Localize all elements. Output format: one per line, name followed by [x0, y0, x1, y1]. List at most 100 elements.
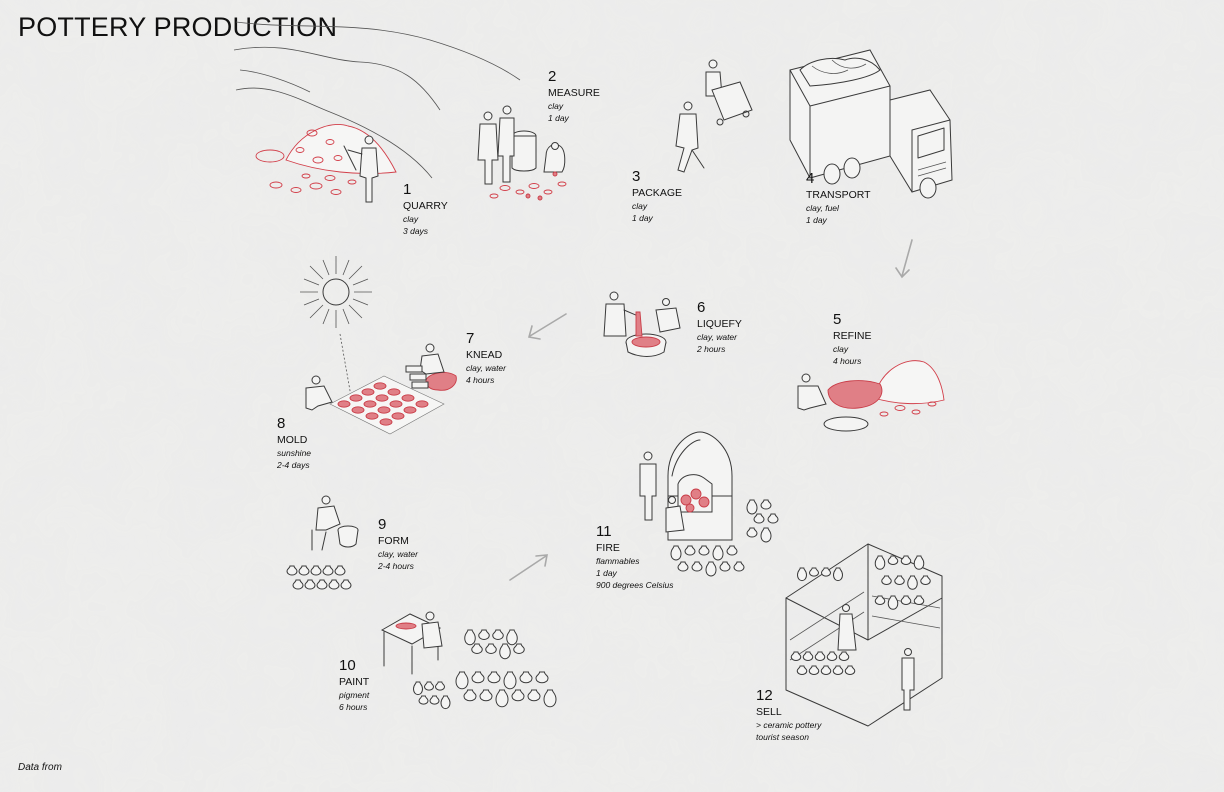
measure-scene: [477, 105, 567, 201]
pot-sketch: [726, 545, 738, 556]
knead-scene: [405, 343, 457, 391]
step-name: FIRE: [596, 542, 620, 554]
sun-drawing: [300, 256, 372, 403]
step-name: SELL: [756, 706, 782, 718]
step-detail: 900 degrees Celsius: [596, 580, 674, 590]
pot-sketch: [471, 671, 485, 684]
step-detail: > ceramic pottery: [756, 720, 822, 730]
pot-sketch: [292, 579, 304, 590]
step-number: 7: [466, 330, 475, 347]
step-name: QUARRY: [403, 200, 448, 212]
pot-sketch: [677, 561, 689, 572]
step-number: 2: [548, 68, 557, 85]
step-number: 6: [697, 299, 706, 316]
step-name: KNEAD: [466, 349, 503, 361]
step-name: PAINT: [339, 676, 370, 688]
step-name: LIQUEFY: [697, 318, 742, 330]
pot-sketch: [820, 567, 832, 577]
step-detail: clay, fuel: [806, 203, 839, 213]
pot-sketch: [844, 665, 856, 676]
pot-sketch: [471, 643, 483, 654]
pot-sketch: [455, 671, 469, 690]
truck-scene: [789, 49, 953, 199]
pot-sketch: [894, 575, 905, 586]
step-detail: 1 day: [632, 213, 653, 223]
pot-sketch: [767, 513, 779, 524]
form-scene: [311, 495, 359, 551]
pot-sketch: [698, 545, 710, 556]
step-quarry: 1 QUARRY clay 3 days: [403, 181, 448, 237]
pot-sketch: [535, 671, 549, 684]
refine-scene: [797, 360, 945, 432]
quarry-scene: [233, 21, 521, 203]
pot-sketch: [440, 695, 451, 710]
pot-sketch: [322, 565, 334, 576]
step-number: 4: [806, 170, 815, 187]
pot-sketch: [808, 567, 820, 577]
pot-sketch: [913, 595, 925, 606]
paint-scene: [380, 611, 443, 675]
pot-sketch: [753, 513, 765, 524]
pot-sketch: [511, 689, 525, 702]
step-fire: 11 FIRE flammables 1 day 900 degrees Cel…: [596, 523, 674, 591]
pot-sketch: [802, 651, 814, 662]
pot-sketch: [506, 629, 518, 646]
pot-sketch: [907, 575, 918, 590]
pot-sketch: [478, 629, 490, 640]
step-knead: 7 KNEAD clay, water 4 hours: [466, 330, 506, 386]
pot-sketch: [464, 629, 476, 646]
pot-sketch: [519, 671, 533, 684]
step-detail: clay, water: [697, 332, 737, 342]
step-detail: flammables: [596, 556, 640, 566]
step-detail: sunshine: [277, 448, 312, 458]
mold-grid: [305, 375, 445, 435]
source-note: Data from: [18, 762, 62, 773]
page-title: POTTERY PRODUCTION: [18, 12, 338, 42]
step-detail: clay: [548, 101, 564, 111]
step-liquefy: 6 LIQUEFY clay, water 2 hours: [697, 299, 742, 355]
step-name: FORM: [378, 535, 409, 547]
pot-sketch: [286, 565, 298, 576]
pot-sketch: [826, 651, 838, 662]
pot-sketch: [705, 561, 717, 577]
pot-sketch: [814, 651, 826, 662]
step-transport: 4 TRANSPORT clay, fuel 1 day: [806, 170, 871, 226]
pot-sketch: [304, 579, 316, 590]
step-detail: 2 hours: [697, 344, 726, 354]
pot-sketch: [310, 565, 322, 576]
pot-sketch: [719, 561, 731, 572]
pot-sketch: [418, 695, 429, 705]
step-number: 5: [833, 311, 842, 328]
step-detail: 4 hours: [466, 375, 495, 385]
pot-sketch: [316, 579, 328, 590]
pot-sketch: [796, 665, 808, 676]
step-sell: 12 SELL > ceramic pottery tourist season: [756, 687, 821, 743]
pot-sketch: [328, 579, 340, 590]
step-name: TRANSPORT: [806, 189, 871, 201]
pot-sketch: [881, 575, 892, 586]
pot-sketch: [691, 561, 703, 572]
step-detail: 4 hours: [833, 356, 862, 366]
pot-sketch: [492, 629, 504, 640]
pot-sketch: [479, 689, 493, 702]
pot-sketch: [808, 665, 820, 676]
pot-sketch: [429, 695, 440, 705]
pot-sketch: [900, 595, 912, 606]
pot-sketch: [543, 689, 557, 708]
pot-sketch: [485, 643, 497, 654]
step-name: MEASURE: [548, 87, 600, 99]
step-detail: 3 days: [403, 226, 429, 236]
step-number: 12: [756, 687, 773, 704]
step-number: 3: [632, 168, 641, 185]
step-number: 10: [339, 657, 356, 674]
pot-sketch: [913, 555, 925, 570]
step-detail: clay: [833, 344, 849, 354]
step-name: REFINE: [833, 330, 872, 342]
kiln-scene: [639, 431, 733, 541]
pot-sketch: [832, 567, 844, 582]
step-name: MOLD: [277, 434, 308, 446]
pot-sketch: [334, 565, 346, 576]
pot-sketch: [503, 671, 517, 690]
pot-sketch: [487, 671, 501, 684]
